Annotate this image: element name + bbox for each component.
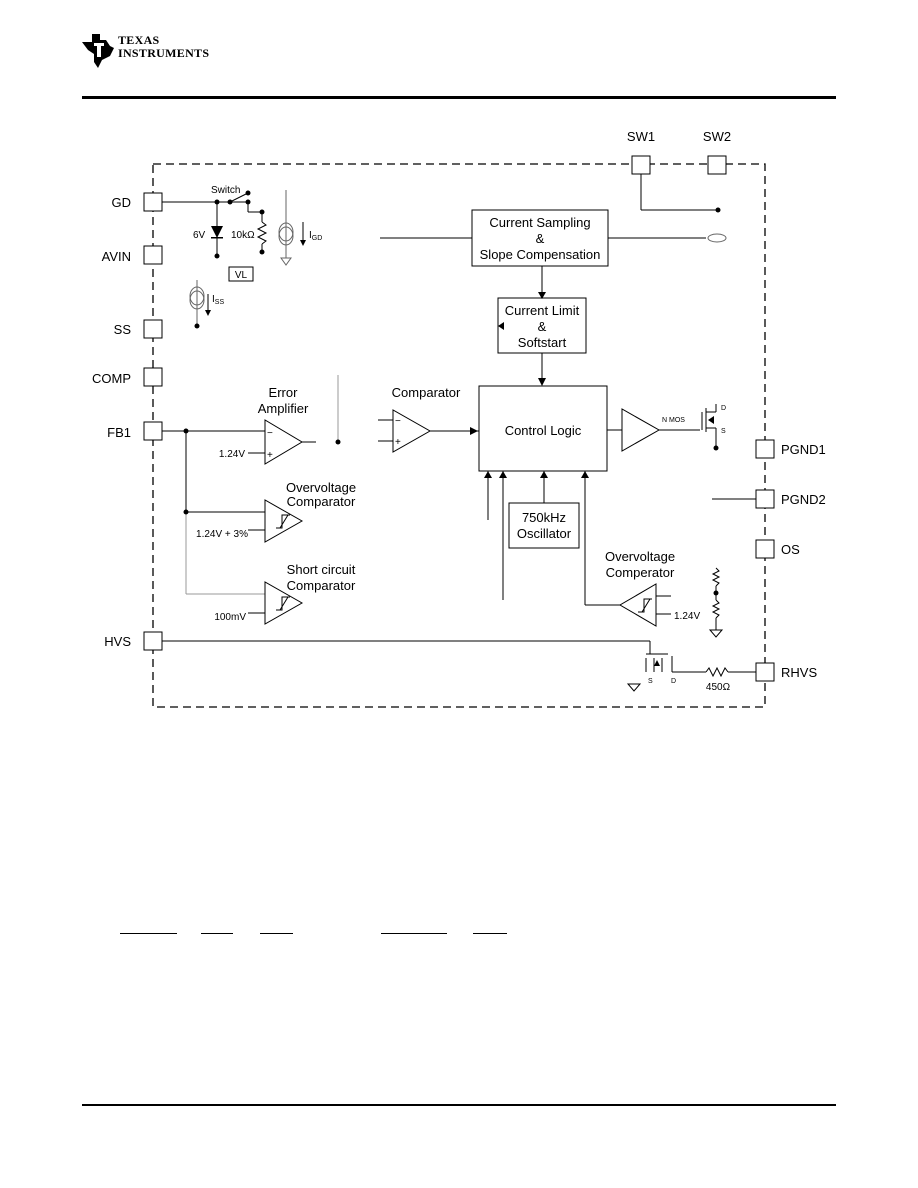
pin-sw1-label: SW1 [627,129,655,144]
oscillator-line2: Oscillator [517,526,572,541]
pin-pgnd2-box [755,489,775,509]
pin-pgnd1-label: PGND1 [781,442,826,457]
header-rule [82,96,836,99]
pin-fb1-box [143,421,163,441]
res-10k-label: 10kΩ [231,230,255,241]
short-circuit-comparator [264,581,304,625]
current-limit-line3: Softstart [518,335,567,350]
ic-boundary [152,163,766,708]
diode-6v-label: 6V [193,230,206,241]
ti-logo-icon [82,34,114,68]
gate-driver [621,408,661,452]
igd-label: IGD [309,230,322,242]
pin-pgnd2-label: PGND2 [781,492,826,507]
switch-label: Switch [211,185,240,196]
pin-os-box [755,539,775,559]
footer-rule [82,1104,836,1106]
current-limit-line1: Current Limit [505,303,580,318]
hv-d-label: D [671,678,676,685]
blank-line [201,933,233,934]
ov-comp-line2: Comparator [287,494,356,509]
drain-d-label: D [721,405,726,412]
current-sampling-line2: & [536,231,545,246]
pin-ss-label: SS [114,322,132,337]
ov-comp2-line1: Overvoltage [605,549,675,564]
control-logic-block [478,385,608,472]
pin-comp-box [143,367,163,387]
pin-sw2-label: SW2 [703,129,731,144]
comparator-minus: − [395,416,401,427]
pin-os-label: OS [781,542,800,557]
pin-sw2-box [707,155,727,175]
pin-rhvs-box [755,662,775,682]
sc-comp-line2: Comparator [287,578,356,593]
logo-line1: TEXAS [118,33,160,47]
res-450-label: 450Ω [706,682,731,693]
error-amplifier [264,419,303,465]
pin-avin-box [143,245,163,265]
control-logic-label: Control Logic [505,423,582,438]
logo-line2: INSTRUMENTS [118,46,210,60]
error-amp-line2: Amplifier [258,401,309,416]
nmos-label: N MOS [662,417,685,424]
blank-line [381,933,447,934]
pin-hvs-label: HVS [104,634,131,649]
blank-line [260,933,293,934]
pwm-comparator [392,409,432,453]
error-amp-line1: Error [269,385,299,400]
pin-gd-label: GD [112,195,132,210]
pin-gd-box [143,192,163,212]
overvoltage-comparator [264,499,304,543]
pin-pgnd1-box [755,439,775,459]
ti-logo-text: TEXAS INSTRUMENTS [118,34,209,60]
vl-box [228,266,254,282]
comparator-label: Comparator [392,385,461,400]
pin-fb1-label: FB1 [107,425,131,440]
pin-ss-box [143,319,163,339]
comparator-plus: + [395,437,401,448]
source-s-label: S [721,428,726,435]
vl-label: VL [235,270,248,281]
error-amp-minus: − [267,428,273,439]
blank-line [473,933,507,934]
ref-124-b-label: 1.24V [674,611,700,622]
ov-comp-line1: Overvoltage [286,480,356,495]
ov-comp2-line2: Comperator [606,565,675,580]
pin-hvs-box [143,631,163,651]
current-sampling-line1: Current Sampling [489,215,590,230]
blank-line [120,933,177,934]
hv-s-label: S [648,678,653,685]
pin-sw1-box [631,155,651,175]
current-sampling-line3: Slope Compensation [480,247,601,262]
overvoltage-comperator-2 [619,583,657,627]
current-limit-line2: & [538,319,547,334]
pin-rhvs-label: RHVS [781,665,817,680]
ref-124-label: 1.24V [219,449,245,460]
error-amp-plus: + [267,450,273,461]
pin-avin-label: AVIN [102,249,131,264]
ref-100mv-label: 100mV [214,612,246,623]
pin-comp-label: COMP [92,371,131,386]
iss-label: ISS [212,294,224,306]
oscillator-line1: 750kHz [522,510,566,525]
sc-comp-line1: Short circuit [287,562,356,577]
ref-124-3-label: 1.24V + 3% [196,529,248,540]
